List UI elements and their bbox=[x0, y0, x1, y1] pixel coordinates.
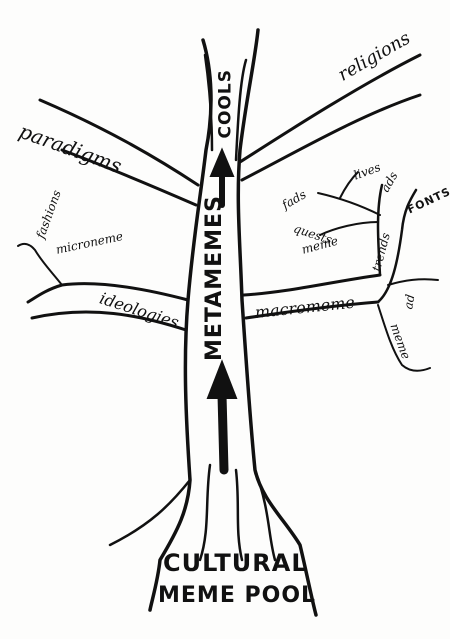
cluster-twig-2 bbox=[319, 221, 379, 236]
root-line-4 bbox=[108, 478, 192, 547]
upper-right-branch-bottom bbox=[240, 93, 422, 182]
upper-left-branch-top bbox=[38, 98, 200, 187]
right-limb-right bbox=[376, 188, 418, 304]
label-root-pool-line1: CULTURAL bbox=[163, 549, 308, 577]
upper-left-branch-bottom bbox=[60, 148, 198, 207]
upper-arrow-head bbox=[209, 147, 235, 177]
right-limb-fork bbox=[387, 278, 439, 286]
trunk-right-edge bbox=[236, 28, 318, 617]
right-limb-low-twig bbox=[377, 304, 431, 372]
root-line-2 bbox=[234, 468, 244, 562]
root-line-1 bbox=[198, 463, 212, 562]
lower-left-branch-top bbox=[26, 282, 190, 304]
upper-right-branch-top bbox=[238, 53, 422, 164]
lower-arrow-head bbox=[206, 359, 238, 399]
lower-left-twig bbox=[17, 242, 63, 286]
crown-right-edge bbox=[234, 58, 248, 162]
root-line-3 bbox=[253, 468, 277, 562]
lower-left-branch-bottom bbox=[30, 310, 188, 332]
right-limb-left bbox=[376, 183, 384, 277]
label-trunk: METAMEMES bbox=[202, 195, 227, 361]
cluster-twig-3 bbox=[339, 171, 359, 199]
label-top-branch: COOLS bbox=[215, 69, 236, 139]
trunk-left-edge bbox=[148, 38, 213, 612]
lower-right-branch-top bbox=[242, 273, 382, 297]
label-root-pool-line2: MEME POOL bbox=[158, 583, 317, 608]
label-right-ad: ad bbox=[401, 293, 418, 311]
lower-right-branch-bottom bbox=[244, 300, 380, 320]
crown-left-edge bbox=[203, 53, 214, 152]
lower-arrow-shaft bbox=[217, 390, 229, 475]
cluster-twig-1 bbox=[317, 192, 381, 216]
